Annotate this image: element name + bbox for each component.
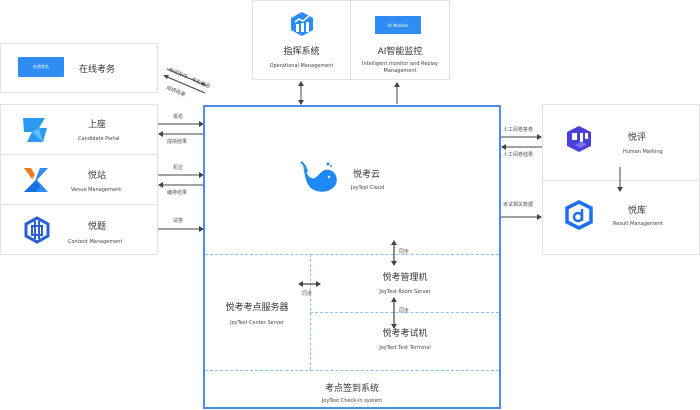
room-server-title: 悦考管理机 [382,273,428,283]
joytest-cloud-frame [203,105,501,409]
test-terminal-title: 悦考考试机 [382,329,428,339]
seat-label: 机位 [173,165,184,171]
checkin-title: 考点签到系统 [324,384,379,394]
cloud-divider [205,254,499,255]
online-exam-title: 在线考务 [79,65,116,75]
marking-answers-label: 人工阅卷答卷 [503,127,534,133]
marking-results-label: 人工阅卷结果 [503,152,534,158]
result-management-title: 悦库 [628,206,647,216]
online-exam-box: 在线考务 在线考务 [0,43,158,93]
cloud-subtitle: JoyTest Cloud [351,185,385,191]
cloud-title: 悦考云 [353,170,381,180]
hex-chip-icon [24,216,50,244]
center-server-subtitle: JoyTest Center Server [230,320,284,326]
checkin-divider [205,370,499,371]
candidate-portal-subtitle: Candidate Portal [78,136,120,142]
online-exam-button[interactable]: 在线考务 [18,57,64,77]
content-management-box: 悦题 Content Management [0,204,158,255]
cube-logo-icon [567,126,591,152]
command-system-box: 指挥系统 Operational Management [252,0,351,80]
command-system-title: 指挥系统 [283,47,320,57]
chart-growth-icon [291,12,313,36]
online-from-center-arrowhead [163,75,169,79]
candidate-portal-box: 上座 Candidate Portal [0,104,158,155]
room-server-subtitle: JoyTest Room Server [379,289,431,295]
hex-d-icon [565,200,593,230]
command-system-subtitle: Operational Management [269,63,334,69]
result-management-subtitle: Result Management [613,221,663,227]
content-management-title: 悦题 [88,222,107,232]
venue-management-title: 悦站 [88,171,107,181]
human-marking-subtitle: Human Marking [623,149,663,155]
result-management-box: 悦库 Result Management [542,180,700,255]
z-logo-icon [23,118,47,142]
online-to-center-arrow [166,68,206,86]
center-room-sync-label: 同步 [302,291,313,297]
exam-data-label: 考试相关数据 [503,202,534,208]
room-terminal-sync-label: 同步 [399,308,410,314]
candidate-portal-title: 上座 [88,120,107,130]
venue-management-box: 悦站 Venue Management [0,154,158,205]
content-management-subtitle: Content Management [68,239,123,245]
cloud-room-sync-label: 同步 [399,249,410,255]
score-result-label: 成绩结果 [167,139,188,145]
checkin-subtitle: JoyTest Check-in system [321,398,383,404]
online-from-center-arrow [164,75,206,94]
register-label: 报名 [173,114,184,120]
ai-monitor-box: AI Monitor AI智能监控 Intelligent monitor an… [350,0,450,80]
schedule-result-label: 编排结果 [167,190,188,196]
ai-monitor-title: AI智能监控 [377,47,423,57]
ai-monitor-button[interactable]: AI Monitor [375,16,421,34]
human-marking-box: 悦评 Human Marking [542,104,700,181]
paper-label: 试卷 [173,218,184,224]
human-marking-title: 悦评 [628,133,647,143]
room-terminal-divider [310,312,499,313]
online-to-center-arrowhead [201,82,207,86]
center-server-title: 悦考考点服务器 [225,303,289,313]
ai-monitor-subtitle: Intelligent monitor and Replay Managemen… [362,61,438,74]
x-logo-icon [24,168,48,192]
venue-management-subtitle: Venue Management [71,187,122,193]
test-terminal-subtitle: JoyTest Test Terminal [379,345,431,351]
whale-icon [300,161,337,192]
